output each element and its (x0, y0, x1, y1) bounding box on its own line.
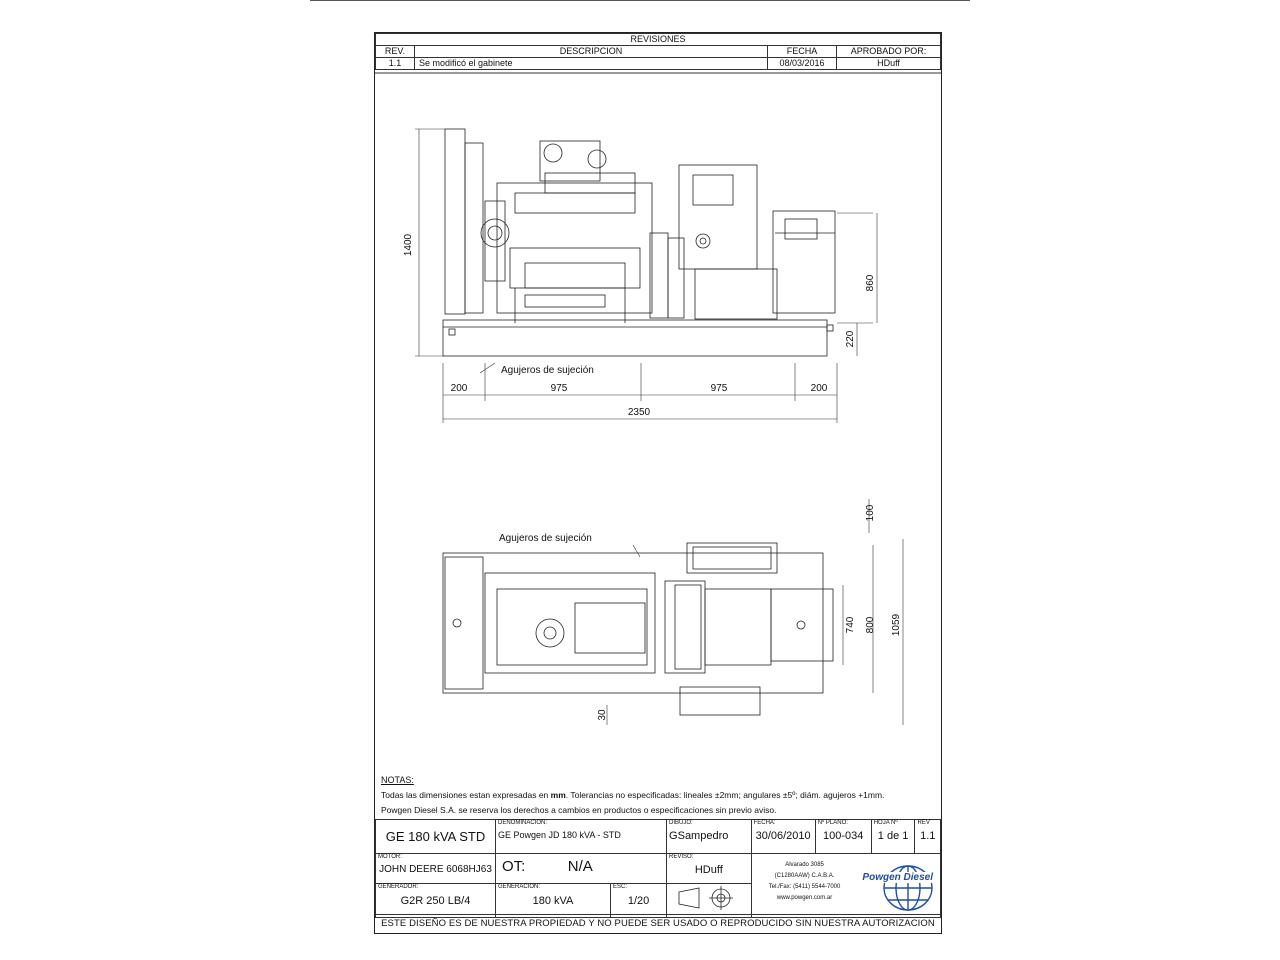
rev-value: 1.1 (920, 830, 936, 842)
project-name-cell: GE 180 kVA STD (375, 819, 496, 854)
generacion-label: GENERACION: (497, 884, 540, 890)
company-web: www.powgen.com.ar (776, 895, 833, 901)
company-cell: Alvarado 3085 (C1280AAW) C.A.B.A. Tel./F… (750, 853, 942, 918)
dibujo-value: GSampedro (669, 830, 729, 842)
dim-1059: 1059 (891, 613, 902, 636)
top-view (442, 542, 834, 716)
dim-740: 740 (845, 616, 856, 633)
revision-approver: HDuff (836, 57, 941, 70)
revision-date: 08/03/2016 (767, 57, 837, 70)
generador-cell: GENERADOR: G2R 250 LB/4 (375, 883, 496, 918)
fecha-label: FECHA: (753, 820, 776, 826)
notes-line-1: Todas las dimensiones estan expresadas e… (381, 788, 884, 803)
revision-row: 1.1 Se modificó el gabinete 08/03/2016 H… (375, 57, 941, 70)
revision-description: Se modificó el gabinete (414, 57, 768, 70)
notes-line-1-units: mm (550, 790, 566, 800)
reviso-cell: REVISO: HDuff (666, 853, 752, 884)
technical-drawing: 1400 860 220 Agujeros de sujeción 200 97… (375, 72, 941, 725)
drawing-sheet: REVISIONES REV. DESCRIPCION FECHA APROBA… (374, 32, 942, 934)
generacion-value: 180 kVA (532, 895, 574, 907)
front-view (442, 128, 836, 357)
generacion-cell: GENERACION: 180 kVA (494, 883, 612, 918)
fecha-value: 30/06/2010 (755, 830, 811, 842)
notes-line-2: Powgen Diesel S.A. se reserva los derech… (381, 805, 777, 815)
dibujo-cell: DIBUJO: GSampedro (666, 819, 752, 854)
generador-label: GENERADOR: (378, 884, 419, 890)
notes-line-1-end: . Tolerancias no especificadas: lineales… (565, 790, 885, 800)
dim-height-cabinet: 860 (865, 274, 876, 291)
denominacion-label: DENOMINACION: (497, 820, 547, 826)
plano-cell: Nº PLANO: 100-034 (814, 819, 872, 854)
esc-label: ESC: (613, 884, 628, 890)
hoja-label: HOJA Nº (873, 820, 898, 826)
company-address-1: Alvarado 3085 (785, 862, 824, 868)
company-phone: Tel./Fax: (5411) 5544-7000 (768, 884, 841, 890)
hoja-cell: HOJA Nº 1 de 1 (870, 819, 916, 854)
generador-value: G2R 250 LB/4 (400, 895, 471, 907)
top-holes-label: Agujeros de sujeción (499, 533, 592, 544)
hoja-value: 1 de 1 (877, 830, 909, 842)
dim-200-right: 200 (811, 383, 828, 394)
fecha-cell: FECHA: 30/06/2010 (750, 819, 816, 854)
rev-cell: REV 1.1 (914, 819, 941, 854)
revision-number: 1.1 (375, 57, 415, 70)
brand-name: Powgen Diesel (861, 872, 934, 883)
notes-section: NOTAS: Todas las dimensiones estan expre… (381, 773, 884, 818)
revisions-table: REVISIONES REV. DESCRIPCION FECHA APROBA… (375, 33, 941, 70)
motor-value: JOHN DEERE 6068HJ63 (379, 864, 492, 875)
denominacion-cell: DENOMINACION: GE Powgen JD 180 kVA - STD (494, 819, 668, 854)
motor-label: MOTOR: (378, 854, 402, 860)
esc-cell: ESC: 1/20 (610, 883, 668, 918)
dim-200-left: 200 (451, 383, 468, 394)
denominacion-value: GE Powgen JD 180 kVA - STD (497, 830, 621, 840)
esc-value: 1/20 (627, 895, 650, 907)
notes-line-1-start: Todas las dimensiones estan expresadas e… (381, 790, 551, 800)
dim-975-left: 975 (551, 383, 568, 394)
dim-height-total: 1400 (403, 233, 414, 256)
dim-975-right: 975 (711, 383, 728, 394)
project-name: GE 180 kVA STD (385, 829, 486, 844)
company-address-2: (C1280AAW) C.A.B.A. (774, 873, 835, 879)
plano-label: Nº PLANO: (817, 820, 848, 826)
reviso-value: HDuff (694, 864, 723, 876)
ot-label: OT: (501, 858, 526, 875)
reviso-label: REVISO: (669, 854, 694, 860)
dim-total-length: 2350 (628, 407, 651, 418)
title-block: GE 180 kVA STD DENOMINACION: GE Powgen J… (375, 819, 942, 918)
ot-cell: OT: N/A (494, 853, 668, 884)
dibujo-label: DIBUJO: (669, 820, 693, 826)
dim-height-base: 220 (845, 330, 856, 347)
ot-value: N/A (567, 858, 593, 875)
motor-cell: MOTOR: JOHN DEERE 6068HJ63 (375, 853, 496, 884)
dim-100: 100 (865, 504, 876, 521)
projection-symbol-cell (666, 883, 752, 918)
front-holes-label: Agujeros de sujeción (501, 365, 594, 376)
footer-notice: ESTE DISEÑO ES DE NUESTRA PROPIEDAD Y NO… (375, 914, 941, 933)
plano-value: 100-034 (823, 830, 864, 842)
dim-800: 800 (865, 616, 876, 633)
rev-label: REV (917, 820, 930, 826)
powgen-logo-globe-icon (883, 865, 933, 911)
top-rule (310, 0, 970, 1)
projection-symbol-icon (678, 886, 734, 910)
dim-30: 30 (597, 709, 608, 721)
notes-title: NOTAS: (381, 775, 414, 785)
dimension-lines (415, 128, 904, 725)
